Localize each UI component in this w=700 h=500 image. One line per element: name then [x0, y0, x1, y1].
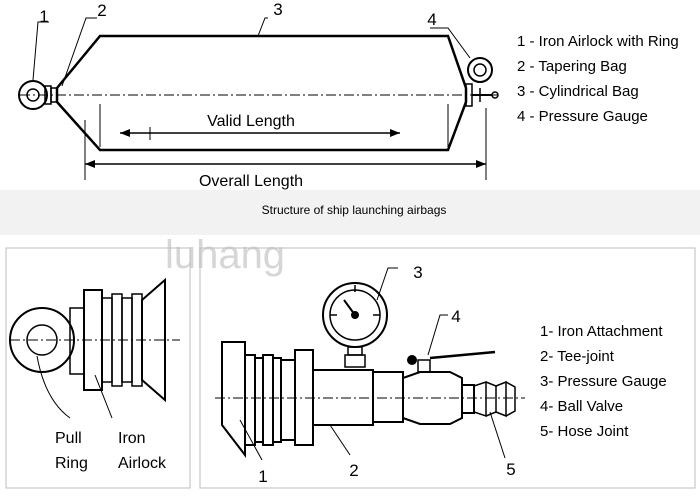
bottom-left-labels: Pull Ring Iron Airlock — [55, 430, 167, 472]
pull-ring-inner — [26, 324, 58, 356]
leader-3 — [257, 17, 268, 37]
bottom-legend-item: 5- Hose Joint — [540, 423, 629, 440]
airlock-label: Airlock — [118, 455, 167, 472]
top-legend-item: 2 - Tapering Bag — [517, 58, 627, 75]
ball-valve-handle — [429, 350, 496, 360]
right-iron-ring — [467, 57, 493, 83]
callout-3: 3 — [413, 263, 422, 282]
overall-length-label: Overall Length — [199, 173, 303, 190]
bottom-legend-item: 3- Pressure Gauge — [540, 373, 667, 390]
pull-label: Pull — [55, 430, 82, 447]
bottom-legend-item: 4- Ball Valve — [540, 398, 623, 415]
top-number-2: 2 — [97, 1, 106, 20]
airlock-flange — [141, 277, 166, 403]
callout-2: 2 — [349, 461, 358, 480]
iron-label: Iron — [118, 430, 146, 447]
iron-attachment — [221, 341, 246, 458]
callout-1: 1 — [258, 467, 267, 486]
separator-band — [0, 190, 700, 235]
valid-length-label: Valid Length — [207, 113, 295, 130]
bottom-right-legend: 1- Iron Attachment 2- Tee-joint 3- Press… — [540, 323, 667, 440]
bottom-left-airlock-diagram — [9, 277, 180, 419]
bottom-legend-item: 1- Iron Attachment — [540, 323, 663, 340]
ring-label: Ring — [55, 455, 88, 472]
leader-2 — [61, 17, 97, 87]
bottom-left-panel — [5, 247, 191, 489]
bottom-right-panel — [199, 247, 696, 489]
top-number-1: 1 — [39, 7, 48, 26]
top-airbag-diagram — [18, 17, 500, 180]
watermark: luhang — [165, 233, 285, 277]
top-number-4: 4 — [427, 10, 436, 29]
top-number-3: 3 — [273, 0, 282, 19]
top-legend-item: 1 - Iron Airlock with Ring — [517, 33, 679, 50]
top-legend-item: 3 - Cylindrical Bag — [517, 83, 639, 100]
leader-1 — [32, 21, 49, 81]
top-legend-item: 4 - Pressure Gauge — [517, 108, 648, 125]
leader-4 — [430, 27, 471, 59]
top-legend: 1 - Iron Airlock with Ring 2 - Tapering … — [517, 33, 679, 125]
bottom-right-numbers: 1 2 3 4 5 — [258, 263, 515, 486]
diagram-caption: Structure of ship launching airbags — [262, 203, 447, 217]
callout-5: 5 — [506, 460, 515, 479]
bottom-legend-item: 2- Tee-joint — [540, 348, 615, 365]
callout-4: 4 — [451, 307, 460, 326]
bottom-right-valve-diagram — [215, 267, 525, 461]
